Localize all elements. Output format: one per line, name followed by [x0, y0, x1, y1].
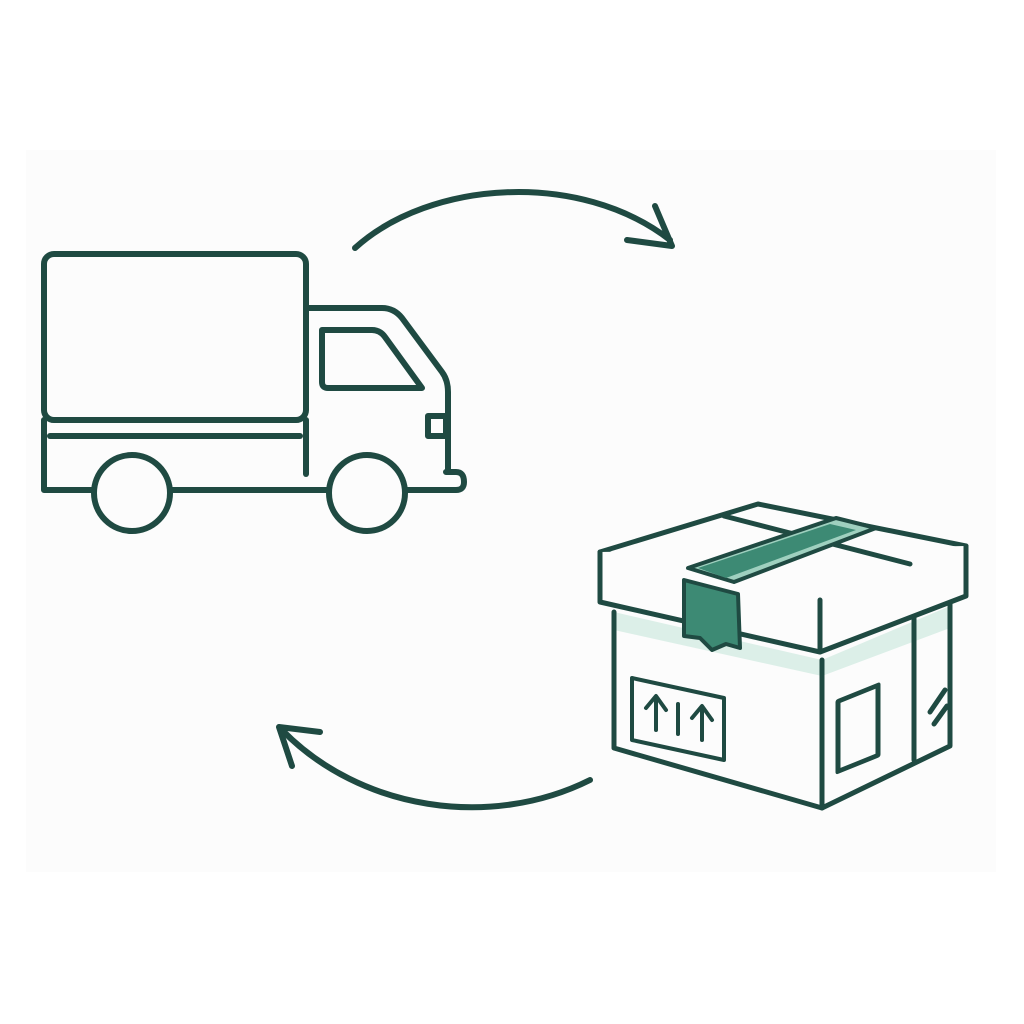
- shipping-box-icon: [597, 501, 969, 811]
- arrow-back-icon: [276, 724, 593, 811]
- arrow-forward-icon: [352, 189, 675, 251]
- delivery-truck-icon: [41, 251, 467, 534]
- this-side-up-icon: [630, 676, 726, 762]
